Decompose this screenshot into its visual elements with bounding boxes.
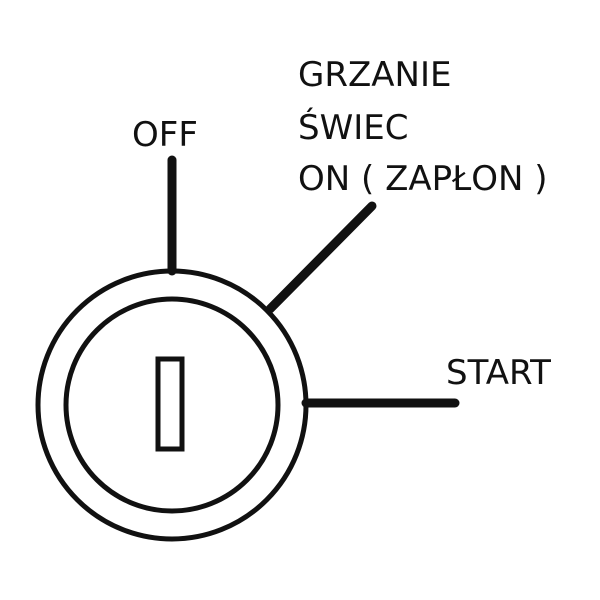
key-slot [155,356,185,452]
label-start: START [446,353,551,393]
on-position-line [265,201,377,314]
label-glow-plugs-line2: ŚWIEC [298,107,408,148]
label-off: OFF [132,115,198,155]
lock-inner-ring [63,296,281,514]
label-on-ignition: ON ( ZAPŁON ) [298,159,548,199]
lock-outer-ring [35,268,309,542]
label-glow-plugs-line1: GRZANIE [298,55,451,95]
